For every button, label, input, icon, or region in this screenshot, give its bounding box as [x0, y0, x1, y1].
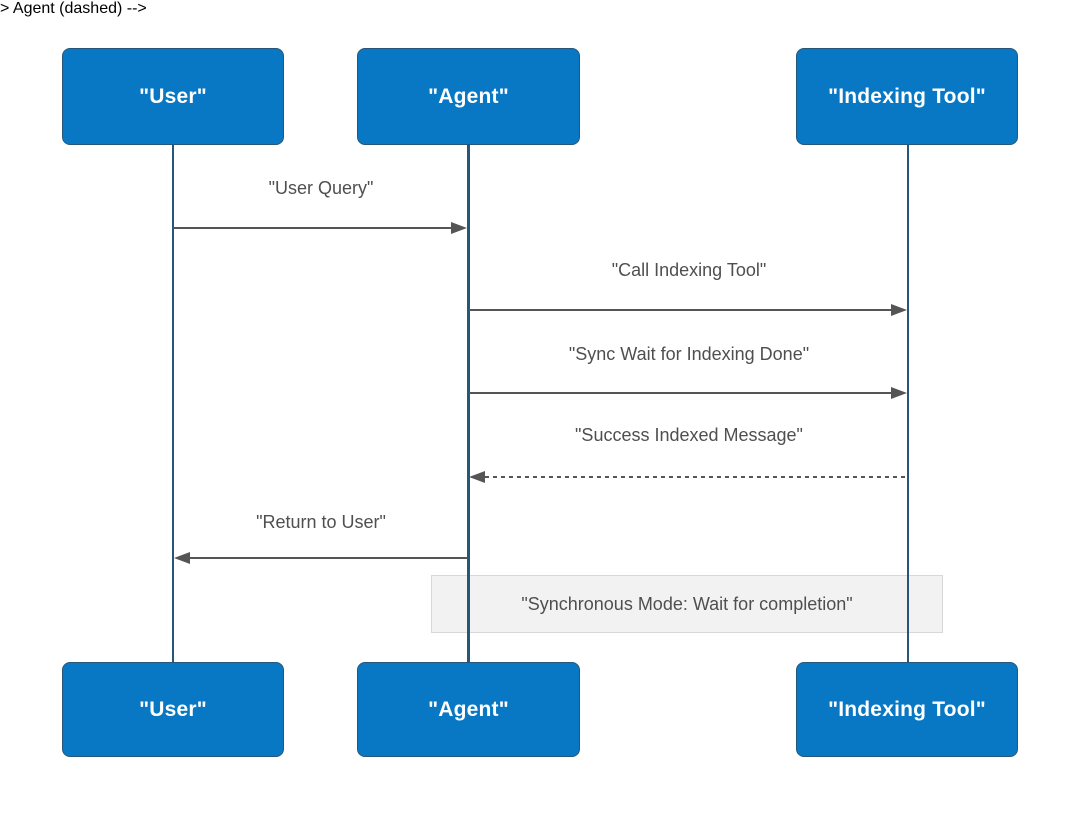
- message-3-arrowhead-right-icon: [891, 387, 907, 399]
- lifeline-user: [171, 145, 175, 662]
- actor-bottom-agent: "Agent": [357, 662, 580, 757]
- message-2-arrowhead-right-icon: [891, 304, 907, 316]
- actor-bottom-indexing-tool-label: "Indexing Tool": [828, 697, 986, 721]
- actor-top-user-label: "User": [139, 84, 207, 108]
- lifeline-indexing-tool: [906, 145, 910, 662]
- message-4-line: [485, 476, 907, 478]
- message-1-line: [173, 227, 451, 229]
- message-5-line: [190, 557, 468, 559]
- message-1-arrowhead-right-icon: [451, 222, 467, 234]
- message-1-label: "User Query": [268, 178, 374, 198]
- actor-bottom-agent-label: "Agent": [428, 697, 509, 721]
- actor-top-agent-label: "Agent": [428, 84, 509, 108]
- message-5-label: "Return to User": [256, 512, 386, 532]
- actor-top-user: "User": [62, 48, 284, 145]
- note-box: "Synchronous Mode: Wait for completion": [431, 575, 943, 633]
- actor-bottom-indexing-tool: "Indexing Tool": [796, 662, 1018, 757]
- actor-top-indexing-tool-label: "Indexing Tool": [828, 84, 986, 108]
- message-2-line: [469, 309, 891, 311]
- message-3-label: "Sync Wait for Indexing Done": [568, 344, 810, 364]
- actor-top-indexing-tool: "Indexing Tool": [796, 48, 1018, 145]
- message-2-label: "Call Indexing Tool": [611, 260, 767, 280]
- message-4-label: "Success Indexed Message": [575, 425, 803, 445]
- message-4-arrowhead-left-icon: [469, 471, 485, 483]
- note-label: "Synchronous Mode: Wait for completion": [521, 593, 853, 614]
- lifeline-agent: [467, 145, 470, 662]
- actor-top-agent: "Agent": [357, 48, 580, 145]
- message-5-arrowhead-left-icon: [174, 552, 190, 564]
- message-3-line: [469, 392, 891, 394]
- actor-bottom-user-label: "User": [139, 697, 207, 721]
- actor-bottom-user: "User": [62, 662, 284, 757]
